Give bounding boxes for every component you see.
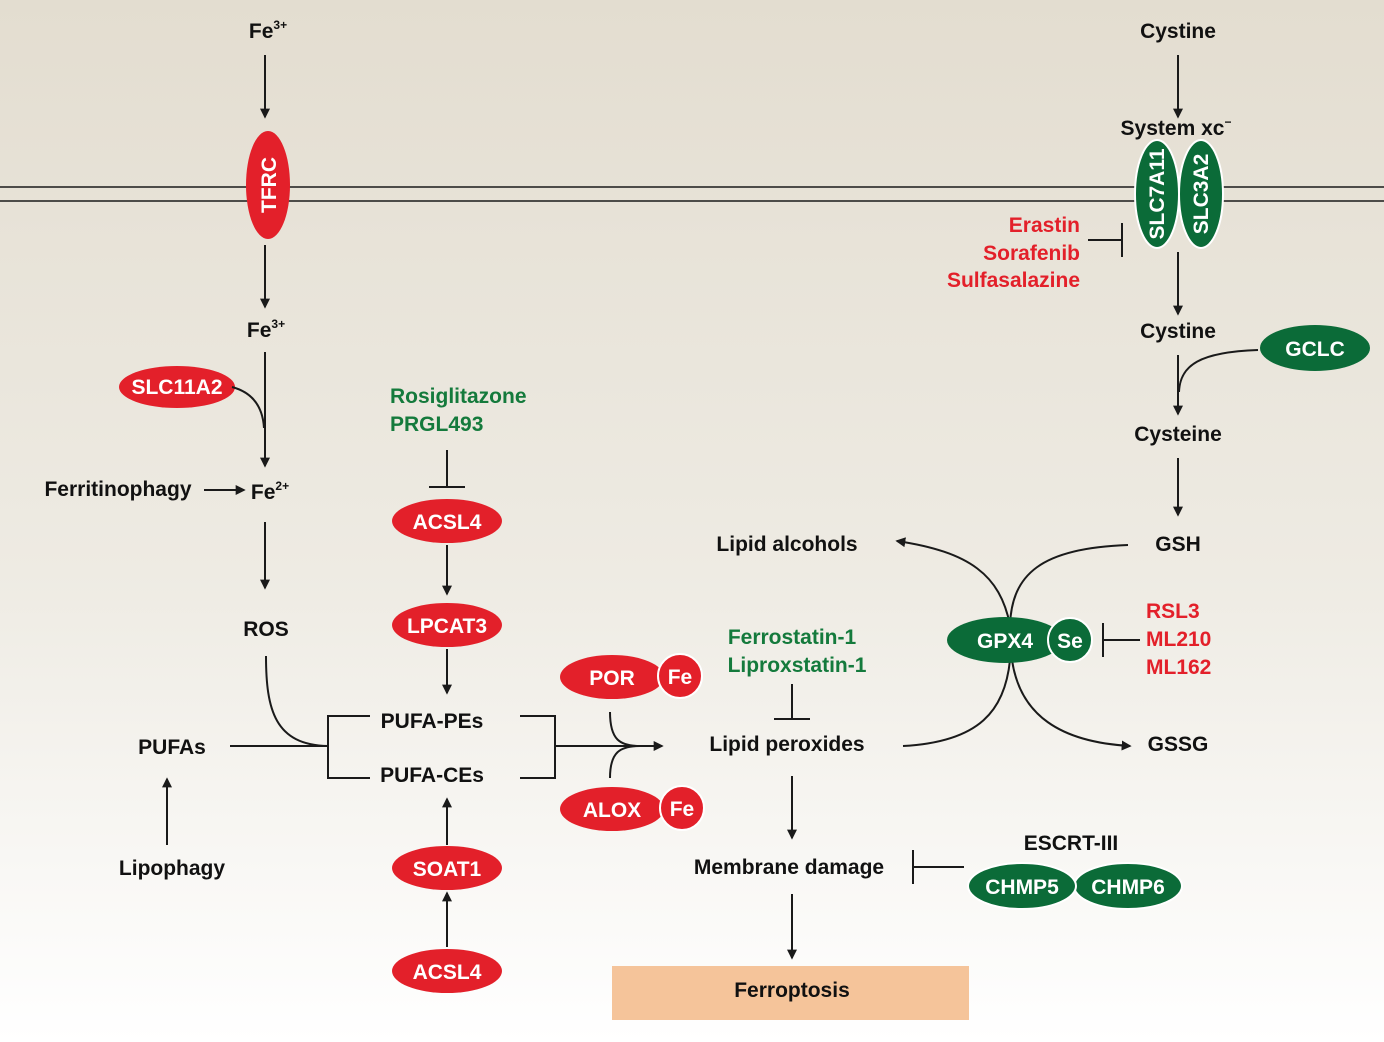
cystine-top-label: Cystine [1140,20,1216,43]
lipophagy-label: Lipophagy [119,857,225,880]
rsl3-label: RSL3 [1146,600,1200,623]
chmp6-label: CHMP6 [1091,876,1165,899]
rosiglitazone-label: Rosiglitazone [390,385,527,408]
liproxstatin-1-label: Liproxstatin-1 [728,654,867,677]
gpx4-to-lipid-alcohols-curve [895,537,1011,626]
slc7a11-transporter: SLC7A11 [1134,139,1180,249]
membrane-damage-label: Membrane damage [694,856,884,879]
ferrostatin-1-label: Ferrostatin-1 [728,626,857,649]
ferroptosis-label: Ferroptosis [734,979,850,1002]
ros-merge-curve [265,655,329,747]
ml162-label: ML162 [1146,656,1211,679]
alox-enzyme: ALOX Fe [560,785,705,831]
tfrc-label: TFRC [258,157,281,213]
prgl493-label: PRGL493 [390,413,483,436]
se-label: Se [1057,630,1083,653]
slc11a2-enzyme: SLC11A2 [119,366,235,408]
system-xc-label: System xc− [1121,115,1232,140]
chmp5-label: CHMP5 [985,876,1059,899]
peroxides-to-gpx4-curve [902,659,1011,747]
chmp5-enzyme: CHMP5 [967,862,1077,910]
ferroptosis-box: Ferroptosis [612,966,969,1020]
gsh-to-gpx4-curve [1009,544,1129,626]
alox-label: ALOX [583,799,641,822]
gssg-label: GSSG [1148,733,1209,756]
gpx4-label: GPX4 [977,630,1033,653]
fe3-top-label: Fe3+ [249,18,287,43]
acsl4-bottom-enzyme: ACSL4 [392,949,502,993]
slc3a2-label: SLC3A2 [1190,154,1213,235]
gclc-catalysis-curve [1178,349,1259,393]
chmp6-enzyme: CHMP6 [1073,862,1183,910]
por-label: POR [589,667,635,690]
pufas-label: PUFAs [138,736,206,759]
gclc-enzyme: GCLC [1260,325,1370,371]
gpx4-enzyme: GPX4 Se [947,617,1093,663]
fe3-mid-label: Fe3+ [247,317,285,342]
lipid-peroxides-label: Lipid peroxides [709,733,864,756]
gsh-label: GSH [1155,533,1201,556]
pufa-ces-label: PUFA-CEs [380,764,484,787]
erastin-label: Erastin [1009,214,1080,237]
pufa-left-bracket [327,715,370,779]
cysteine-label: Cysteine [1134,423,1222,446]
lipid-alcohols-label: Lipid alcohols [716,533,857,556]
sorafenib-label: Sorafenib [983,242,1080,265]
ml210-label: ML210 [1146,628,1211,651]
sulfasalazine-label: Sulfasalazine [947,269,1080,292]
slc11a2-label: SLC11A2 [131,376,222,399]
gpx4-to-gssg-curve [1011,659,1132,751]
pufa-pes-label: PUFA-PEs [381,710,484,733]
acsl4-top-label: ACSL4 [413,511,482,534]
por-enzyme: POR Fe [560,653,703,699]
por-fe-label: Fe [668,666,693,689]
cystine-mid-label: Cystine [1140,320,1216,343]
alox-catalysis-curve [609,745,641,779]
ros-label: ROS [243,618,289,641]
soat1-label: SOAT1 [413,858,482,881]
slc11a2-catalysis-curve [231,386,265,429]
soat1-enzyme: SOAT1 [392,846,502,890]
acsl4-top-enzyme: ACSL4 [392,499,502,543]
fe2-label: Fe2+ [251,479,289,504]
escrt-iii-label: ESCRT-III [1024,832,1119,855]
slc7a11-label: SLC7A11 [1146,148,1169,239]
tfrc-receptor: TFRC [246,131,290,239]
acsl4-bottom-label: ACSL4 [413,961,482,984]
lpcat3-enzyme: LPCAT3 [392,603,502,647]
lpcat3-label: LPCAT3 [407,615,487,638]
gclc-label: GCLC [1285,338,1345,361]
slc3a2-transporter: SLC3A2 [1178,139,1224,249]
ferritinophagy-label: Ferritinophagy [44,478,191,501]
alox-fe-label: Fe [670,798,695,821]
